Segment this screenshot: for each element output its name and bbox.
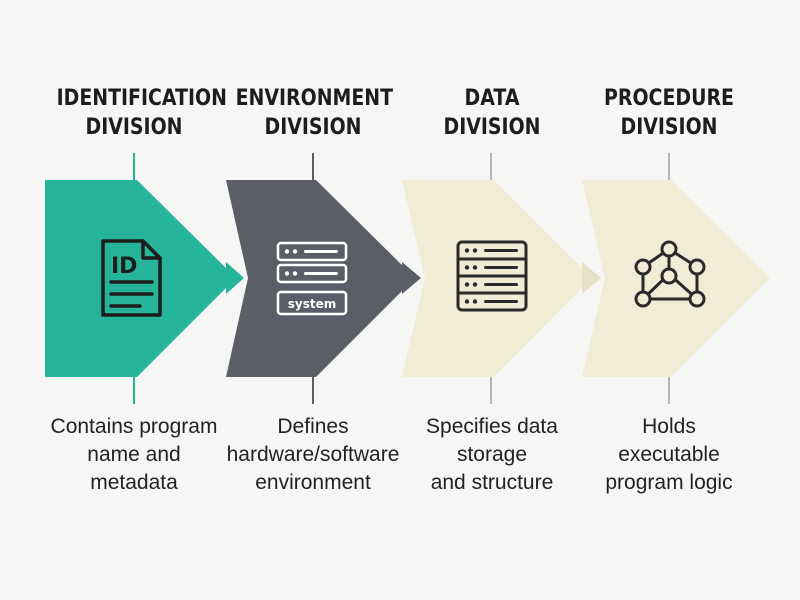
server-system-icon (276, 241, 348, 316)
desc-line: Holds (642, 415, 696, 438)
arrow-tip-2 (402, 262, 421, 294)
title-line: DIVISION (85, 115, 183, 140)
network-graph-icon (634, 240, 706, 308)
desc-line: Contains program (50, 415, 218, 438)
desc-line: environment (255, 471, 371, 494)
desc-line: name and (87, 443, 181, 466)
desc-line: and structure (430, 471, 554, 494)
title-line: DIVISION (620, 115, 718, 140)
title-line: DIVISION (443, 115, 541, 140)
server-lights (284, 249, 338, 276)
database-stack-icon (456, 240, 528, 312)
title-environment-division: ENVIRONMENT DIVISION (235, 84, 394, 142)
title-procedure-division: PROCEDURE DIVISION (592, 84, 747, 142)
desc-line: Defines (277, 415, 349, 438)
title-identification-division: IDENTIFICATION DIVISION (56, 84, 227, 142)
id-document-icon (101, 239, 162, 317)
title-line: IDENTIFICATION (56, 86, 227, 111)
desc-line: executable (618, 443, 720, 466)
desc-procedure: Holds executable program logic (574, 413, 764, 497)
desc-line: hardware/software (226, 443, 400, 466)
chevron-identification (45, 180, 236, 377)
title-line: DIVISION (264, 115, 362, 140)
arrow-tip-3 (582, 262, 601, 294)
system-icon-label: system (288, 297, 337, 311)
id-icon-label: ID (111, 254, 137, 279)
arrow-tip-1 (226, 262, 244, 294)
title-data-division: DATA DIVISION (415, 84, 570, 142)
title-line: ENVIRONMENT (235, 86, 394, 111)
desc-line: Specifies data (426, 415, 558, 438)
chevron-data (402, 180, 592, 377)
desc-identification: Contains program name and metadata (39, 413, 229, 497)
title-line: PROCEDURE (604, 86, 734, 111)
desc-data: Specifies data storage and structure (397, 413, 587, 497)
desc-line: program logic (605, 471, 733, 494)
desc-environment: Defines hardware/software environment (218, 413, 408, 497)
chevron-environment (226, 180, 415, 377)
desc-line: storage (456, 443, 528, 466)
desc-line: metadata (90, 471, 178, 494)
database-lights (464, 248, 518, 304)
title-line: DATA (464, 86, 520, 111)
connector-lines (133, 153, 670, 404)
